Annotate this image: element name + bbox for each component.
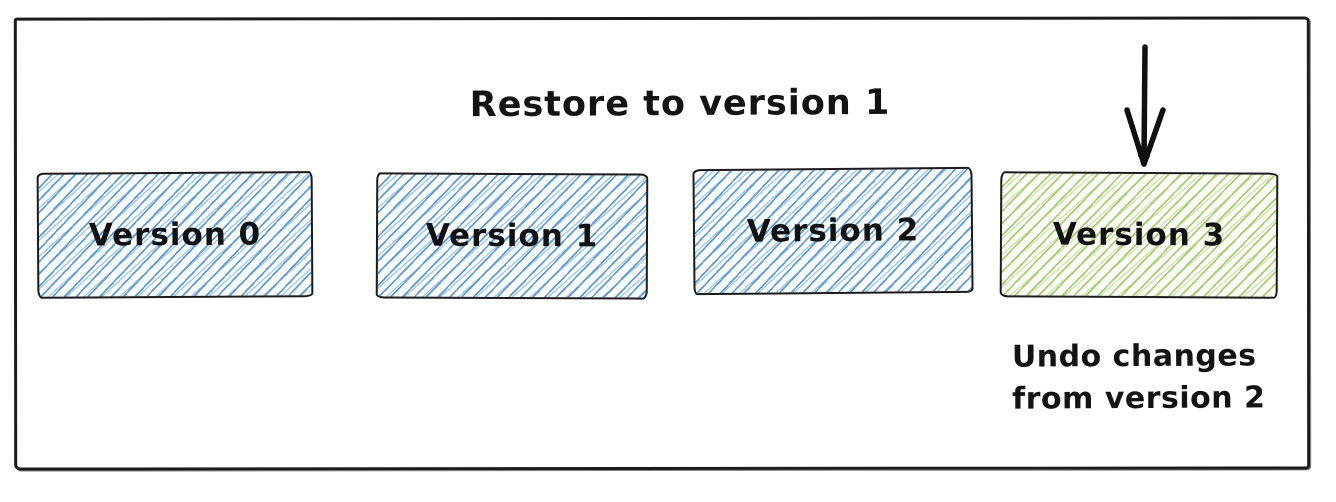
version-box-1-label: Version 1 — [425, 217, 599, 255]
annotation-line-2: from version 2 — [1012, 380, 1266, 417]
diagram-title: Restore to version 1 — [469, 82, 891, 126]
version-box-3: Version 3 — [999, 171, 1279, 299]
annotation-line-1: Undo changes — [1011, 338, 1257, 375]
version-box-2-label: Version 2 — [746, 212, 920, 250]
version-box-0-label: Version 0 — [88, 216, 262, 254]
version-box-0: Version 0 — [36, 171, 314, 299]
version-box-2: Version 2 — [692, 166, 974, 296]
down-arrow-icon — [1124, 44, 1166, 167]
annotation-note: Undo changes from version 2 — [1012, 335, 1266, 420]
version-box-3-label: Version 3 — [1052, 216, 1226, 254]
version-box-1: Version 1 — [375, 172, 649, 300]
